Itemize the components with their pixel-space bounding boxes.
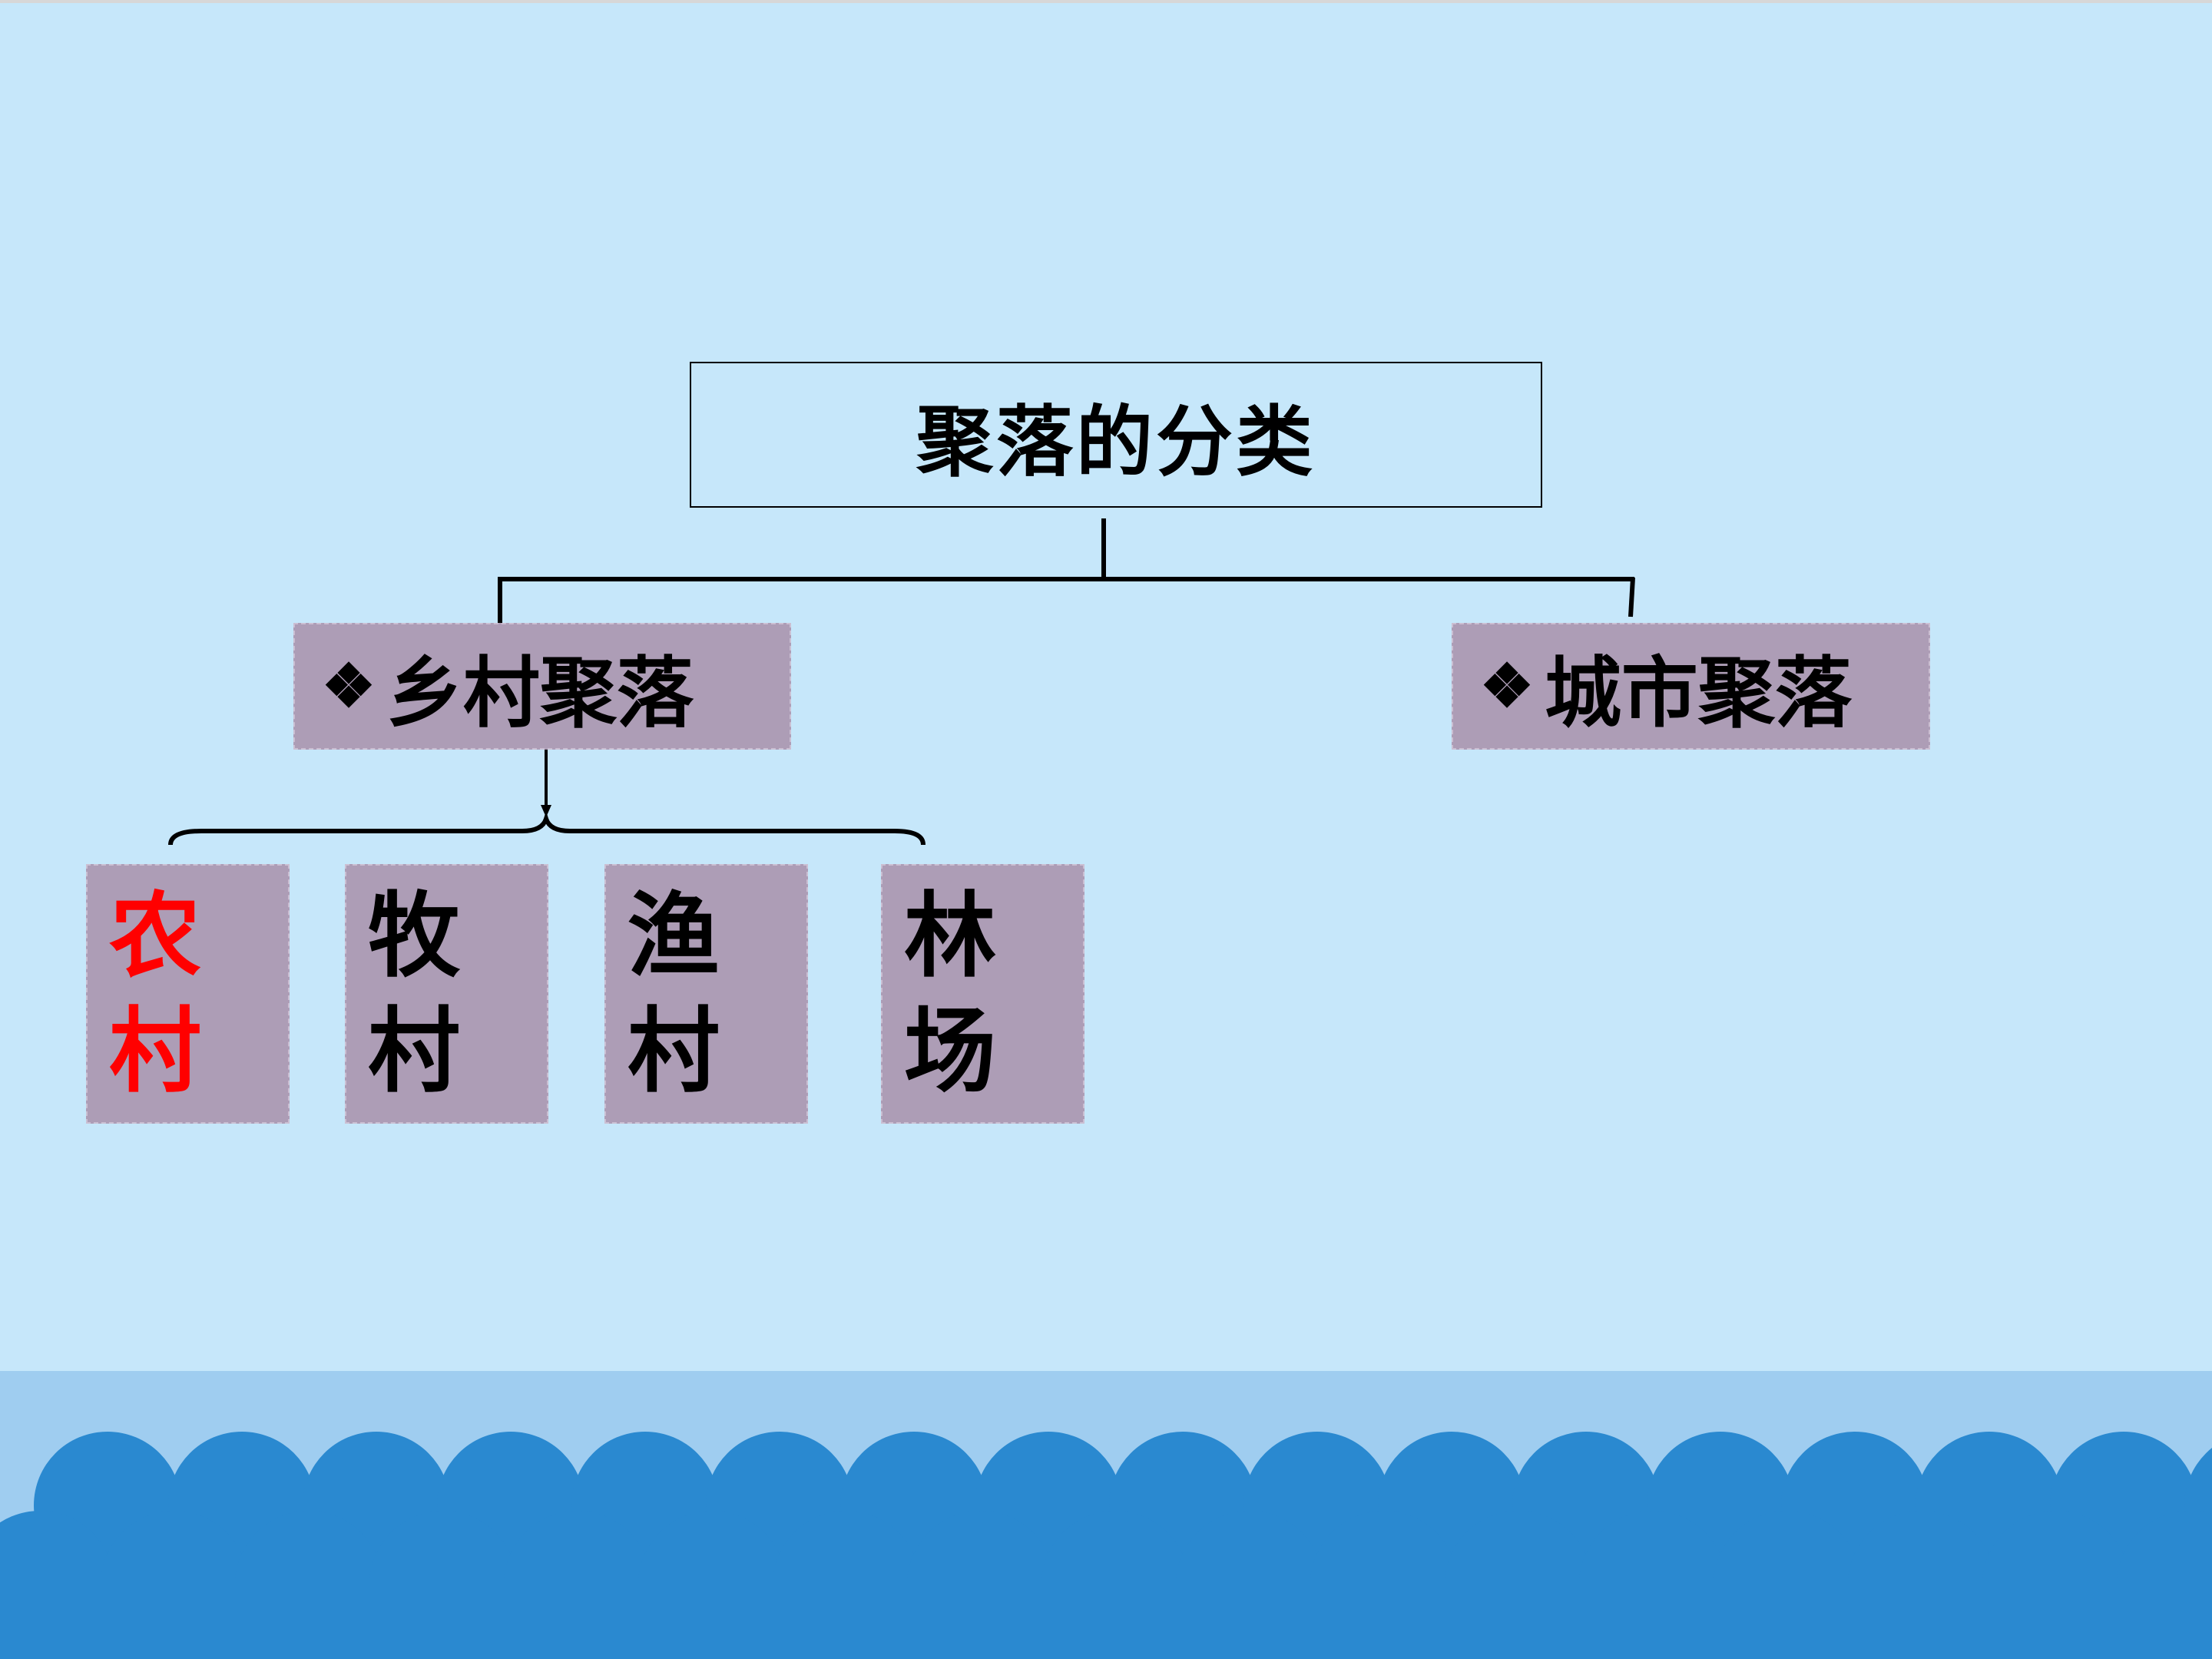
leaf-char: 农: [109, 882, 201, 990]
leaf-char: 牧: [368, 882, 460, 990]
leaf-brace: [168, 810, 926, 846]
leaf-pastoral-village: 牧 村: [345, 864, 548, 1124]
leaf-char: 村: [368, 997, 460, 1105]
leaf-char: 渔: [628, 882, 720, 990]
top-border: [0, 0, 2212, 3]
leaf-farming-village: 农 村: [86, 864, 290, 1124]
leaf-char: 林: [904, 882, 996, 990]
wave-base: [0, 1578, 2212, 1659]
root-label: 聚落的分类: [916, 396, 1316, 487]
leaf-fishing-village: 渔 村: [604, 864, 808, 1124]
rural-arrow-head: [541, 805, 551, 817]
category-label: 城市聚落: [1544, 647, 1852, 738]
category-rural-settlement: ❖ 乡村聚落: [293, 623, 791, 750]
diamond-bullet-icon: ❖: [1480, 651, 1534, 721]
branch-right-drop: [1628, 577, 1635, 618]
leaf-char: 村: [628, 997, 720, 1105]
wave-decoration: [0, 1432, 2212, 1659]
leaf-char: 场: [904, 997, 996, 1105]
leaf-forest-farm: 林 场: [881, 864, 1084, 1124]
diamond-bullet-icon: ❖: [322, 651, 376, 721]
category-urban-settlement: ❖ 城市聚落: [1452, 623, 1930, 750]
root-node: 聚落的分类: [690, 362, 1542, 508]
leaf-char: 村: [109, 997, 201, 1105]
category-label: 乡村聚落: [386, 647, 694, 738]
